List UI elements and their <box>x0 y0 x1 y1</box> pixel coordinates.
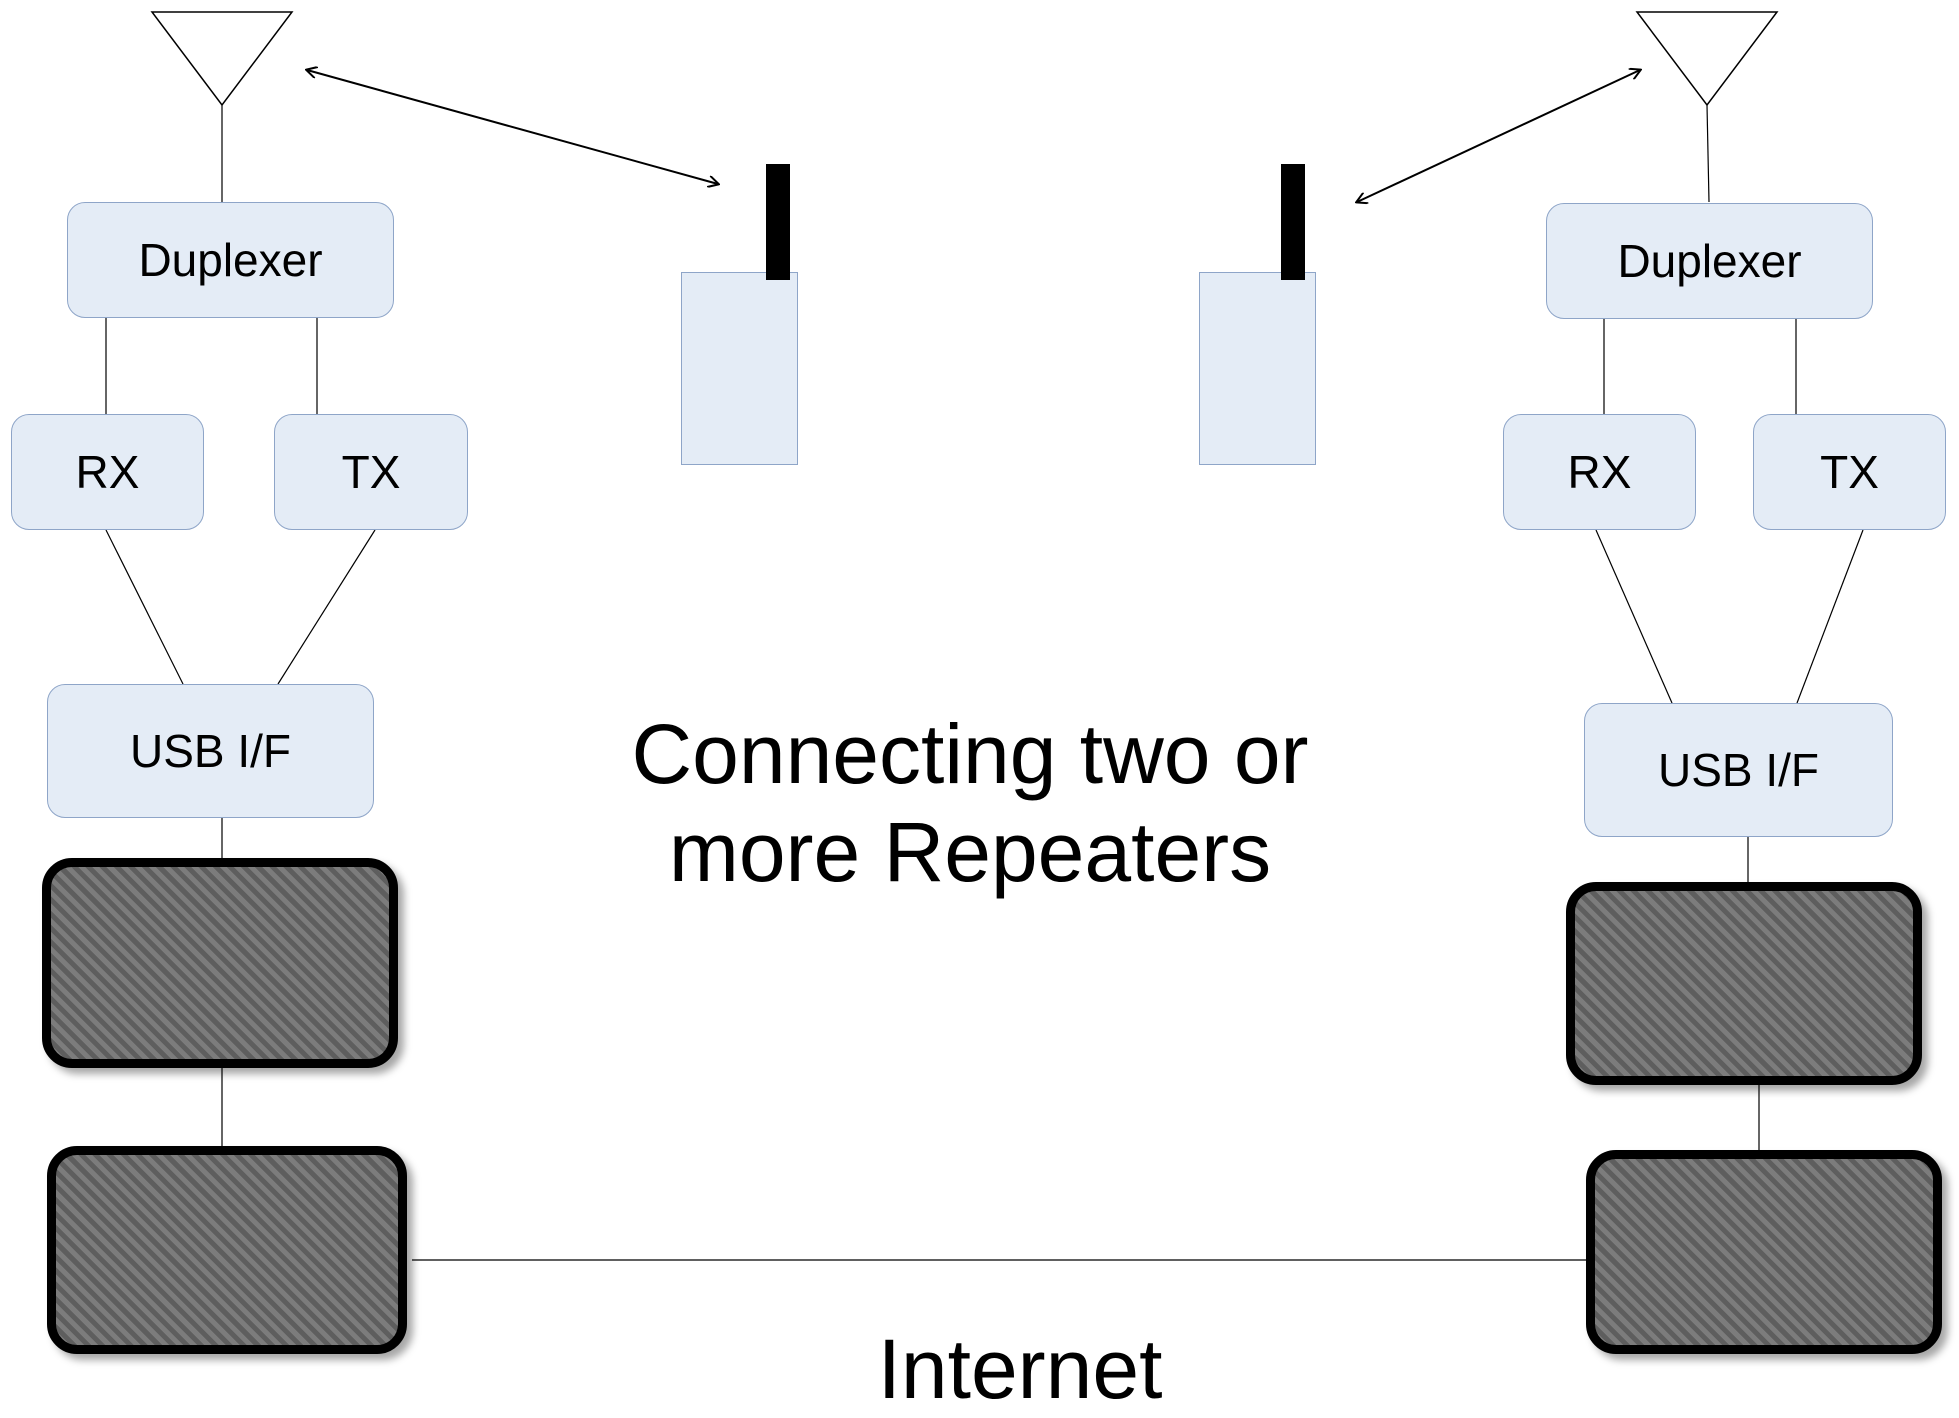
right-rx-label: RX <box>1567 446 1632 498</box>
left-rf-link-arrow <box>307 70 718 184</box>
right-handheld-radio-icon <box>1199 272 1316 465</box>
right-rx-usb-line <box>1595 529 1673 704</box>
right-usb-interface-box: USB I/F <box>1584 703 1893 837</box>
left-antenna-icon <box>150 11 294 107</box>
right-tx-usb-line <box>1796 529 1864 704</box>
right-duplexer-box: Duplexer <box>1546 203 1873 319</box>
right-antenna-icon <box>1635 11 1779 107</box>
left-rx-box: RX <box>11 414 204 530</box>
left-usb-label: USB I/F <box>129 725 292 777</box>
left-gateway-computer-icon <box>47 1146 407 1354</box>
right-rx-box: RX <box>1503 414 1696 530</box>
left-handheld-radio-icon <box>681 272 798 465</box>
left-tx-usb-line <box>277 529 376 685</box>
right-antenna-feed <box>1706 104 1710 203</box>
diagram-title: Connecting two or more Repeaters <box>560 705 1380 901</box>
right-gateway-computer-icon <box>1586 1150 1942 1354</box>
right-duplexer-label: Duplexer <box>1617 235 1802 287</box>
diagram-title-line-2: more Repeaters <box>668 805 1272 899</box>
internet-label: Internet <box>877 1322 1163 1416</box>
left-handheld-antenna <box>766 164 790 280</box>
right-rf-link-arrow <box>1357 70 1640 202</box>
left-tx-box: TX <box>274 414 468 530</box>
right-handheld-antenna <box>1281 164 1305 280</box>
right-repeater-computer-icon <box>1566 882 1922 1085</box>
left-rx-label: RX <box>75 446 140 498</box>
left-duplexer-box: Duplexer <box>67 202 394 318</box>
left-duplexer-label: Duplexer <box>138 234 323 286</box>
right-tx-box: TX <box>1753 414 1946 530</box>
left-usb-interface-box: USB I/F <box>47 684 374 818</box>
left-tx-label: TX <box>341 446 401 498</box>
right-usb-label: USB I/F <box>1657 744 1820 796</box>
right-tx-label: TX <box>1820 446 1879 498</box>
left-repeater-computer-icon <box>42 858 398 1068</box>
left-rx-usb-line <box>105 529 184 685</box>
diagram-title-line-1: Connecting two or <box>631 707 1309 801</box>
